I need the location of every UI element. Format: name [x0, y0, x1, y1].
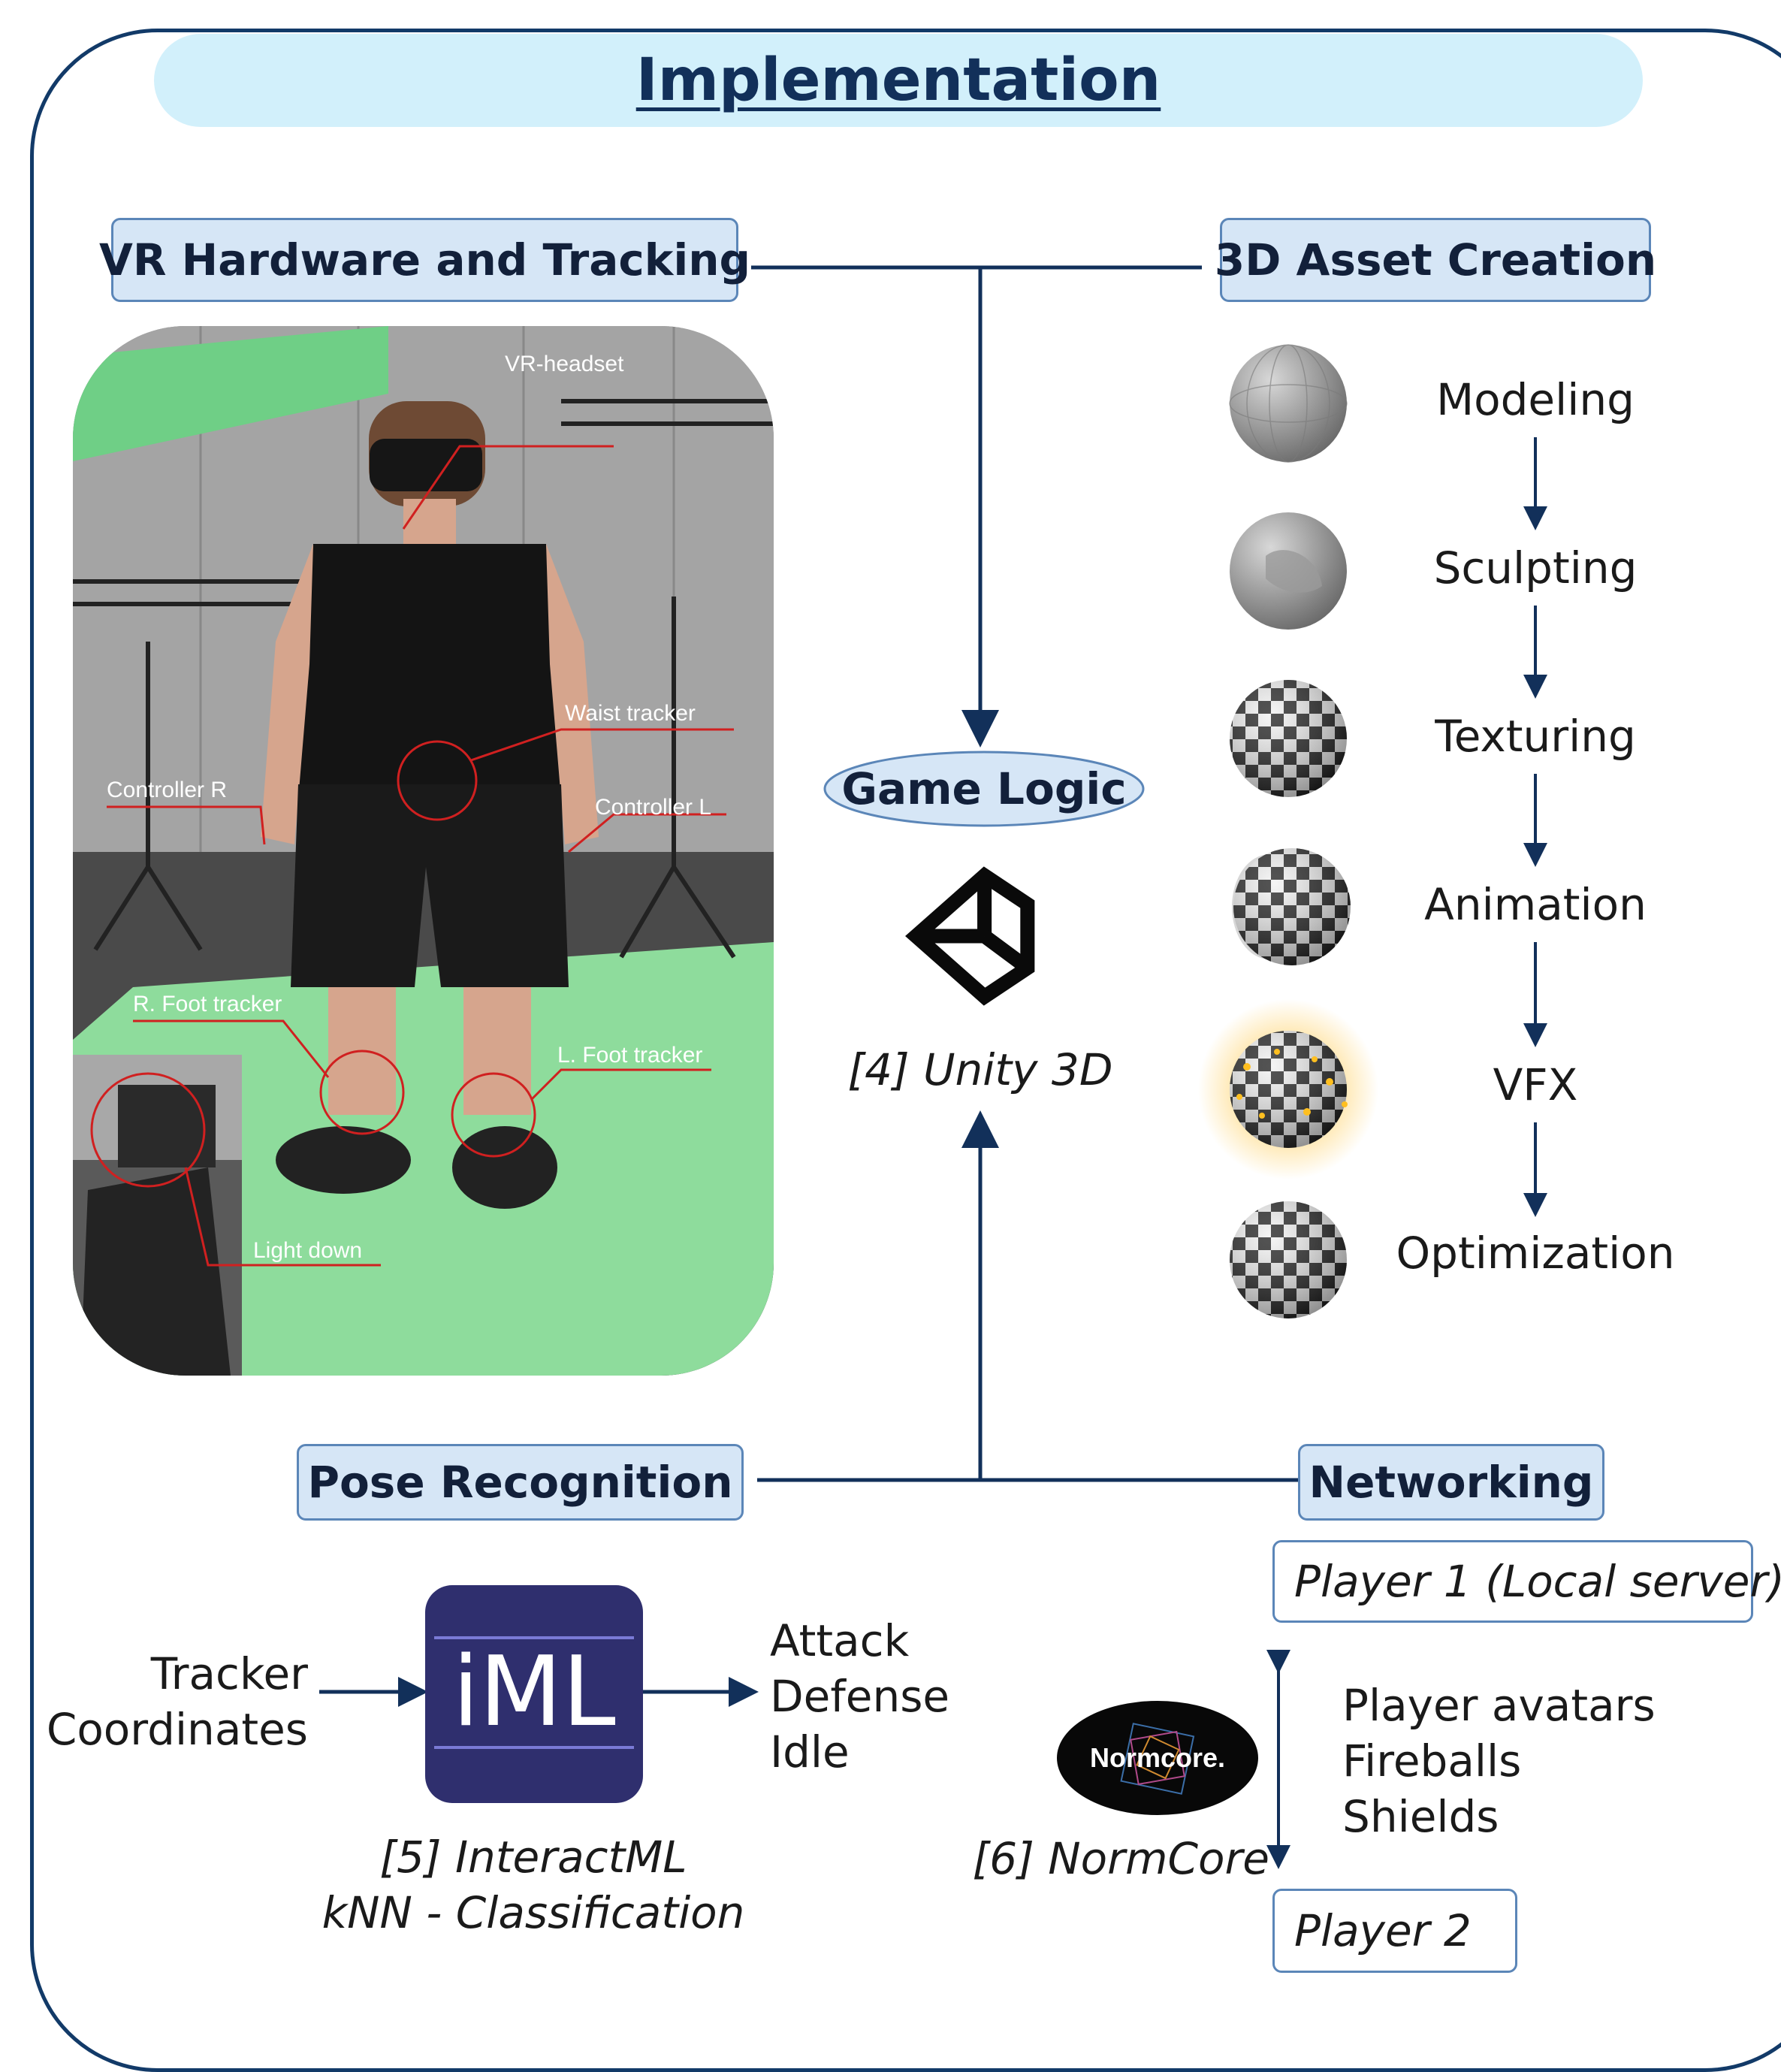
player2-box: Player 2: [1272, 1889, 1517, 1973]
label-controller-r: Controller R: [107, 778, 227, 802]
game-logic-node: Game Logic: [822, 750, 1146, 828]
label-controller-l: Controller L: [595, 795, 711, 820]
pose-input-line2: Coordinates: [46, 1704, 308, 1755]
sphere-vfx-icon: [1198, 999, 1378, 1179]
iml-logo: iML: [425, 1585, 643, 1803]
section-networking-label: Networking: [1309, 1457, 1594, 1508]
step-modeling: Modeling: [1436, 374, 1635, 425]
normcore-logo: Normcore.: [1055, 1699, 1260, 1817]
pose-input-line1: Tracker: [150, 1648, 308, 1699]
unity-logo-icon: [905, 866, 1035, 1006]
sphere-sculpting-icon: [1230, 512, 1347, 630]
label-vr-headset: VR-headset: [505, 352, 624, 376]
step-vfx: VFX: [1493, 1059, 1578, 1110]
title-banner: Implementation: [154, 34, 1643, 127]
player2-label: Player 2: [1294, 1905, 1472, 1956]
vr-headset-shape: [370, 439, 482, 491]
label-light-down: Light down: [253, 1238, 362, 1263]
label-r-foot-tracker: R. Foot tracker: [133, 992, 282, 1016]
sphere-modeling-icon: [1229, 344, 1348, 463]
section-vr-label: VR Hardware and Tracking: [98, 234, 751, 285]
step-optimization: Optimization: [1396, 1228, 1675, 1279]
section-networking: Networking: [1298, 1444, 1604, 1521]
unity-caption: [4] Unity 3D: [847, 1044, 1113, 1095]
vr-setup-photo: VR-headset Waist tracker Controller R Co…: [73, 326, 774, 1376]
game-logic-label: Game Logic: [841, 763, 1127, 814]
section-vr-hardware: VR Hardware and Tracking: [99, 218, 750, 302]
pose-output-attack: Attack: [770, 1615, 910, 1666]
step-texturing: Texturing: [1435, 711, 1636, 762]
sphere-texturing-icon: [1230, 680, 1347, 797]
label-waist-tracker: Waist tracker: [565, 701, 696, 726]
sphere-optimization-icon: [1230, 1201, 1347, 1318]
sphere-animation-icon: [1232, 848, 1351, 965]
normcore-caption: [6] NormCore: [972, 1833, 1269, 1884]
page-title: Implementation: [635, 47, 1161, 114]
connector-lines: [319, 265, 1547, 1869]
player1-box: Player 1 (Local server): [1272, 1540, 1781, 1623]
pose-output-defense: Defense: [770, 1671, 950, 1722]
section-pose-recognition: Pose Recognition: [297, 1444, 744, 1521]
asset-spheres: [1198, 344, 1378, 1318]
section-pose-label: Pose Recognition: [307, 1457, 733, 1508]
synced-shields: Shields: [1342, 1791, 1499, 1842]
normcore-logo-text: Normcore.: [1089, 1742, 1226, 1773]
synced-fireballs: Fireballs: [1342, 1735, 1522, 1787]
section-asset-label: 3D Asset Creation: [1214, 234, 1657, 285]
label-l-foot-tracker: L. Foot tracker: [557, 1043, 702, 1068]
player1-label: Player 1 (Local server): [1294, 1556, 1781, 1607]
synced-player-avatars: Player avatars: [1342, 1680, 1656, 1731]
pose-output-idle: Idle: [770, 1726, 850, 1778]
pose-caption-2: kNN - Classification: [321, 1887, 745, 1938]
step-sculpting: Sculpting: [1433, 542, 1638, 594]
step-animation: Animation: [1424, 879, 1647, 930]
pose-caption-1: [5] InteractML: [379, 1832, 687, 1883]
iml-logo-text: iML: [452, 1636, 616, 1748]
section-3d-asset: 3D Asset Creation: [1215, 218, 1656, 302]
